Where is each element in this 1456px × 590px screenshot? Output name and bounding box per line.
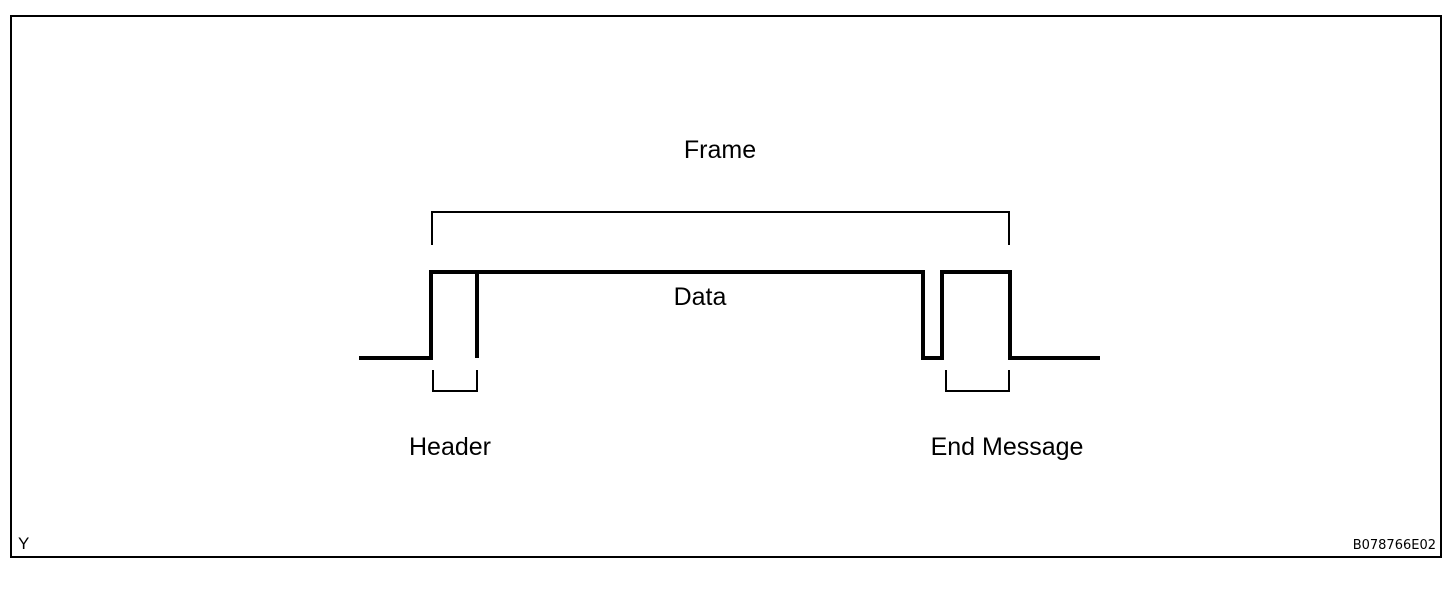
diagram-border: [10, 15, 1442, 558]
data-label: Data: [673, 283, 727, 311]
header-bracket: [432, 370, 478, 392]
frame-label: Frame: [0, 136, 1456, 165]
corner-mark: Y: [18, 534, 30, 553]
end-message-label: End Message: [930, 433, 1084, 461]
signal-waveform: [359, 270, 1100, 360]
frame-label-text: Frame: [683, 136, 757, 164]
end-message-bracket: [945, 370, 1010, 392]
frame-bracket: [431, 211, 1010, 245]
figure-reference-code: B078766E02: [1352, 538, 1436, 553]
header-label: Header: [409, 433, 491, 461]
